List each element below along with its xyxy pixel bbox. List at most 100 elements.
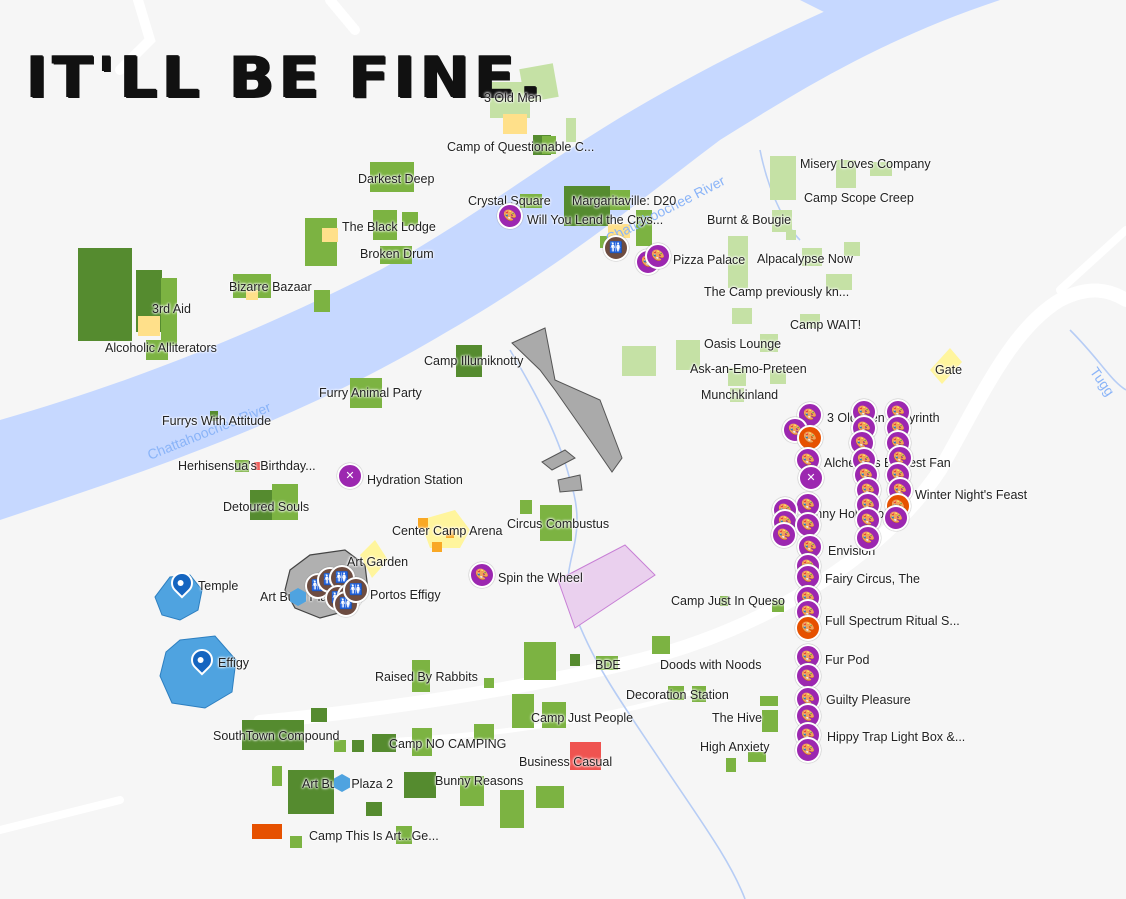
pink-area	[557, 544, 656, 629]
camp-block	[380, 246, 412, 264]
restroom-icon[interactable]: 🚻	[603, 235, 629, 261]
palette-icon[interactable]: 🎨	[497, 203, 523, 229]
palette-icon[interactable]: 🎨	[795, 737, 821, 763]
place-label[interactable]: Hydration Station	[367, 473, 463, 487]
place-label[interactable]: Camp WAIT!	[790, 318, 862, 332]
place-label[interactable]: Broken Drum	[360, 247, 434, 261]
camp-block	[772, 210, 792, 232]
palette-icon[interactable]: 🎨	[855, 525, 881, 551]
place-label[interactable]: Herhisensua's Birthday...	[178, 459, 316, 473]
place-label[interactable]: Burnt & Bougie	[707, 213, 792, 227]
place-label[interactable]: Munchkinland	[701, 388, 779, 402]
place-label[interactable]: Bizarre Bazaar	[229, 280, 312, 294]
camp-block	[760, 696, 778, 706]
place-label[interactable]: Fairy Circus, The	[825, 572, 920, 586]
place-label[interactable]: Bunny Reasons	[435, 774, 524, 788]
place-label[interactable]: 3 Old Men Labyrinth	[827, 411, 940, 425]
place-label[interactable]: Temple	[198, 579, 239, 593]
palette-icon[interactable]: 🎨	[469, 562, 495, 588]
camp-block	[242, 720, 304, 750]
place-label[interactable]: Camp Scope Creep	[804, 191, 914, 205]
arena-marker	[432, 542, 442, 552]
place-label[interactable]: Darkest Deep	[358, 172, 435, 186]
camp-block	[370, 162, 414, 192]
center-camp-arena-area	[420, 510, 470, 548]
camp-block	[520, 194, 542, 208]
place-label[interactable]: Alpacalypse Now	[757, 252, 853, 266]
place-label[interactable]: Guilty Pleasure	[826, 693, 911, 707]
camp-block	[720, 596, 728, 606]
place-label[interactable]: Detoured Souls	[223, 500, 310, 514]
camp-block	[668, 686, 684, 700]
place-label[interactable]: The Black Lodge	[342, 220, 436, 234]
palette-icon[interactable]: 🎨	[883, 505, 909, 531]
place-label[interactable]: Pizza Palace	[673, 253, 746, 267]
place-label[interactable]: Center Camp Arena	[392, 524, 503, 538]
place-label[interactable]: Camp Just In Queso	[671, 594, 785, 608]
camp-block	[334, 740, 346, 752]
place-label[interactable]: Gate	[935, 363, 963, 377]
plaza-hex-icon[interactable]	[334, 774, 350, 792]
camp-block	[836, 160, 856, 188]
place-label[interactable]: Camp NO CAMPING	[389, 737, 507, 751]
place-label[interactable]: High Anxiety	[700, 740, 770, 754]
place-label[interactable]: Crystal Square	[468, 194, 551, 208]
place-label[interactable]: Camp Just People	[531, 711, 634, 725]
place-label[interactable]: Winter Night's Feast	[915, 488, 1028, 502]
place-label[interactable]: 3rd Aid	[152, 302, 191, 316]
place-label[interactable]: Camp This Is Art...Ge...	[309, 829, 439, 843]
place-label[interactable]: Full Spectrum Ritual S...	[825, 614, 960, 628]
place-label[interactable]: 3 Old Men	[484, 91, 542, 105]
camp-block	[210, 411, 218, 421]
place-label[interactable]: Margaritaville: D20	[572, 194, 677, 208]
camp-block	[311, 708, 327, 722]
place-label[interactable]: Ask-an-Emo-Preteen	[690, 362, 807, 376]
place-label[interactable]: Business Casual	[519, 755, 613, 769]
plaza-hex-icon[interactable]	[290, 588, 306, 606]
camp-block	[542, 136, 556, 154]
camp-block	[146, 340, 168, 360]
arena-marker	[418, 518, 428, 528]
camp-block	[396, 826, 412, 844]
place-label[interactable]: The Hive	[712, 711, 763, 725]
camp-block	[404, 772, 436, 798]
camp-block	[596, 656, 618, 670]
restroom-icon[interactable]: 🚻	[343, 577, 369, 603]
camp-block	[254, 462, 260, 470]
road-north-2	[325, 0, 360, 35]
place-label[interactable]: Art Garden	[347, 555, 409, 569]
place-label[interactable]: Camp of Questionable C...	[447, 140, 595, 154]
place-label[interactable]: Oasis Lounge	[704, 337, 782, 351]
place-label[interactable]: Spin the Wheel	[498, 571, 583, 585]
place-label[interactable]: The Camp previously kn...	[704, 285, 850, 299]
place-label[interactable]: Decoration Station	[626, 688, 729, 702]
place-label[interactable]: Misery Loves Company	[800, 157, 931, 171]
place-label[interactable]: Portos Effigy	[370, 588, 441, 602]
camp-block	[519, 63, 559, 103]
place-label[interactable]: Raised By Rabbits	[375, 670, 478, 684]
place-label[interactable]: Hippy Trap Light Box &...	[827, 730, 966, 744]
utensils-icon[interactable]: ✕	[798, 465, 824, 491]
place-label[interactable]: Camp Illumiknotty	[424, 354, 524, 368]
utensils-icon[interactable]: ✕	[337, 463, 363, 489]
place-label[interactable]: Doods with Noods	[660, 658, 762, 672]
camp-block	[870, 162, 892, 176]
place-label[interactable]: Will You Lend the Crys...	[527, 213, 664, 227]
place-label[interactable]: BDE	[595, 658, 621, 672]
camp-block	[770, 156, 796, 200]
place-label[interactable]: Alcoholic Alliterators	[105, 341, 217, 355]
place-label[interactable]: Effigy	[218, 656, 250, 670]
place-label[interactable]: Furrys With Attitude	[162, 414, 272, 428]
palette-orange-icon[interactable]: 🎨	[795, 615, 821, 641]
palette-icon[interactable]: 🎨	[771, 522, 797, 548]
palette-icon[interactable]: 🎨	[645, 243, 671, 269]
camp-block	[622, 346, 656, 376]
place-label[interactable]: Fur Pod	[825, 653, 870, 667]
gray-structure-3	[557, 474, 583, 493]
place-label[interactable]: Circus Combustus	[507, 517, 610, 531]
palette-orange-icon[interactable]: 🎨	[797, 425, 823, 451]
place-label[interactable]: Furry Animal Party	[319, 386, 422, 400]
place-label[interactable]: SouthTown Compound	[213, 729, 340, 743]
camp-block	[352, 740, 364, 752]
